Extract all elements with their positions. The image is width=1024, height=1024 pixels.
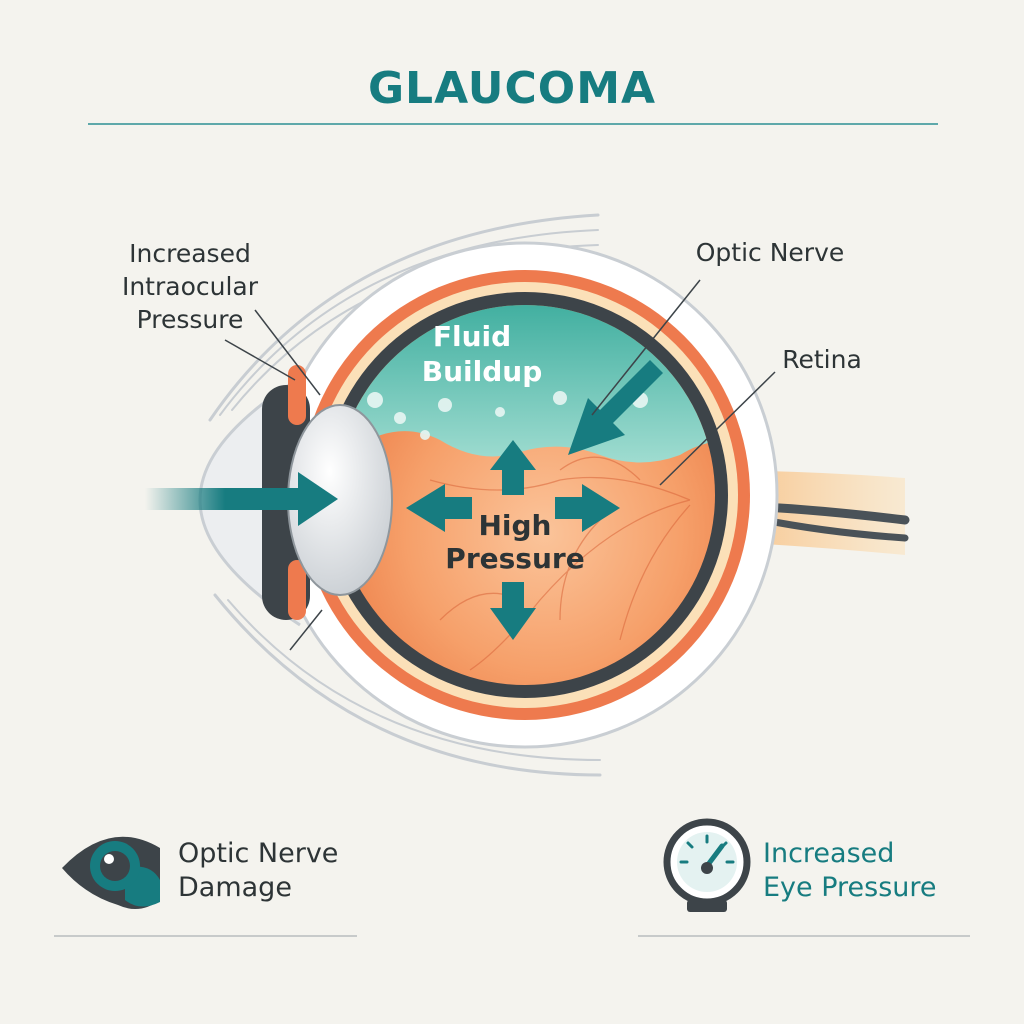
- callout-lines: [224, 279, 776, 651]
- callout-optic-nerve: Optic Nerve: [696, 238, 845, 267]
- pressure-gauge-icon: [663, 818, 751, 912]
- callout-pressure-line3: Pressure: [137, 305, 244, 334]
- legend-damage-line2: Damage: [178, 872, 292, 903]
- fluid-label-line1: Fluid: [433, 320, 511, 353]
- retina-vessels: [429, 456, 691, 671]
- eyelid-lines: [208, 213, 602, 777]
- eye-icon: [62, 836, 160, 909]
- legend-pressure-line2: Eye Pressure: [763, 872, 937, 903]
- high-pressure-label-line2: Pressure: [445, 542, 584, 575]
- callout-pressure-line1: Increased: [129, 239, 251, 268]
- page-title: GLAUCOMA: [368, 63, 656, 114]
- incoming-arrow: [145, 472, 338, 526]
- legend-pressure-line1: Increased: [763, 838, 894, 869]
- high-pressure-label-line1: High: [478, 509, 551, 542]
- fluid-label-line2: Buildup: [422, 355, 543, 388]
- callout-pressure-line2: Intraocular: [122, 272, 259, 301]
- arrow-right-icon: [555, 484, 620, 532]
- legend-item-optic-nerve-damage: Optic Nerve Damage: [54, 836, 357, 937]
- arrow-up-icon: [490, 440, 536, 495]
- arrow-left-icon: [406, 484, 472, 532]
- legend-item-increased-eye-pressure: Increased Eye Pressure: [638, 818, 970, 937]
- arrow-down-icon: [490, 582, 536, 640]
- diagonal-arrow-icon: [568, 360, 663, 455]
- legend-damage-line1: Optic Nerve: [178, 838, 338, 869]
- callout-retina: Retina: [782, 345, 862, 374]
- pressure-arrows: [406, 360, 663, 640]
